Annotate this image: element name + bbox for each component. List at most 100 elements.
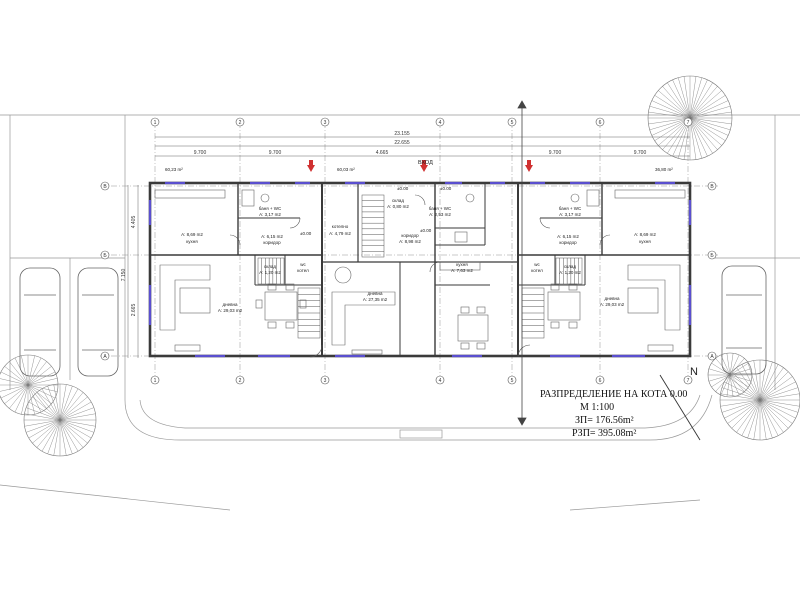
- level-markers: ±0.00 ±0.00 ±0.00 ±0.00: [300, 186, 452, 236]
- room-labels: А: 8,69 m2 кухня баня + WC А: 3,17 m2 А:…: [181, 198, 656, 313]
- title-block: РАЗПРЕДЕЛЕНИЕ НА КОТА 0.00 М 1:100 ЗП= 1…: [540, 389, 687, 439]
- trees: [0, 75, 800, 457]
- dim-mid: 4.665: [376, 150, 389, 156]
- axis-label-bottom: 7: [687, 378, 690, 384]
- axis-label-bottom: 4: [439, 378, 442, 384]
- area-mid: 60,03 m²: [337, 167, 355, 172]
- axis-bubble-bottom: [683, 375, 693, 385]
- axis-bubble-bottom: [435, 375, 445, 385]
- north-arrow: N: [659, 366, 701, 441]
- axis-label-left: В: [103, 184, 107, 190]
- room-name-stair-l: склад: [264, 264, 276, 269]
- room-name-living-l: дневна: [223, 302, 238, 307]
- axis-label-top: 5: [511, 120, 514, 126]
- room-name-corridor-l: коридор: [263, 240, 281, 245]
- title-line-3: ЗП= 176.56m²: [575, 415, 634, 426]
- dim-left: 9.700: [194, 150, 207, 156]
- room-name-wc-r: wc: [534, 262, 540, 267]
- room-name-corridor-r: коридор: [559, 240, 577, 245]
- entrance-arrows: [307, 160, 533, 172]
- section-markers: [517, 100, 527, 426]
- room-name-bath-l: баня + WC: [259, 206, 282, 211]
- room-name-corridor-m: коридор: [401, 233, 419, 238]
- axis-bubble-top: [595, 117, 605, 127]
- axis-bubble-bottom: [150, 375, 160, 385]
- dimension-labels: 23.155 22.655 9.700 9.700 4.665 9.700 9.…: [121, 131, 646, 316]
- room-name-storage-m: склад: [392, 198, 404, 203]
- building-walls: [148, 181, 692, 358]
- room-area-kitchen-r: А: 8,69 m2: [634, 232, 656, 237]
- room-area-bath-m: А: 2,53 m2: [429, 212, 451, 217]
- room-area-corridor-r: А: 6,15 m2: [557, 234, 579, 239]
- room-name-stair-r: склад: [564, 264, 576, 269]
- axis-label-right: А: [710, 354, 714, 360]
- dim-side-2: 4.405: [131, 216, 137, 229]
- axis-bubble-top: [235, 117, 245, 127]
- room-name-wc-l: wc: [300, 262, 306, 267]
- axis-label-top: 7: [687, 120, 690, 126]
- north-label: N: [690, 366, 698, 378]
- axis-bubble-bottom: [507, 375, 517, 385]
- level-4: ±0.00: [300, 231, 312, 236]
- parked-car-right: [721, 265, 767, 375]
- room-name-kitchen-m: кухня: [456, 262, 468, 267]
- dimension-lines: [127, 136, 690, 358]
- axis-label-left: А: [103, 354, 107, 360]
- dim-right: 9.700: [549, 150, 562, 156]
- axis-bubble-top: [320, 117, 330, 127]
- axis-bubble-left: [100, 351, 110, 361]
- axis-label-bottom: 3: [324, 378, 327, 384]
- parked-car-left-2: [77, 267, 119, 377]
- room-area-living-r: А: 29,03 m2: [600, 302, 625, 307]
- room-area-corridor-m: А: 8,98 m2: [399, 239, 421, 244]
- axis-label-bottom: 6: [599, 378, 602, 384]
- axis-bubble-bottom: [595, 375, 605, 385]
- tree: [0, 354, 59, 416]
- room-name-living-r: дневна: [605, 296, 620, 301]
- axis-bubble-left: [100, 250, 110, 260]
- tree: [647, 75, 733, 161]
- door-swings: [229, 194, 611, 358]
- room-area-corridor-l: А: 6,15 m2: [261, 234, 283, 239]
- stair: [361, 194, 385, 258]
- axis-label-top: 2: [239, 120, 242, 126]
- axis-label-top: 6: [599, 120, 602, 126]
- room-area-boiler-m: А: 4,79 m2: [329, 231, 351, 236]
- tree: [23, 383, 97, 457]
- room-area-kitchen-l: А: 8,69 m2: [181, 232, 203, 237]
- room-area-living-m: А: 27,35 m2: [363, 297, 388, 302]
- axis-label-top: 1: [154, 120, 157, 126]
- room-area-storage-m: А: 0,80 m2: [387, 204, 409, 209]
- site-context: [0, 114, 800, 511]
- axis-label-right: В: [710, 184, 714, 190]
- room-area-kitchen-m: А: 7,63 m2: [451, 268, 473, 273]
- stair: [297, 287, 321, 339]
- title-line-4: РЗП= 395.08m²: [572, 428, 636, 439]
- room-name-bath-r: баня + WC: [559, 206, 582, 211]
- axis-bubble-top: [507, 117, 517, 127]
- room-area-bath-l: А: 3,17 m2: [259, 212, 281, 217]
- axis-bubble-top: [435, 117, 445, 127]
- dim-left-2: 9.700: [269, 150, 282, 156]
- room-name-bath-m: баня + WC: [429, 206, 452, 211]
- axis-bubble-bottom: [320, 375, 330, 385]
- area-right: 36,80 m²: [655, 167, 673, 172]
- room-area-stair-r: А: 1,20 m2: [559, 270, 581, 275]
- dim-total: 23.155: [394, 131, 410, 137]
- axis-bubble-right: [707, 250, 717, 260]
- level-3: ±0.00: [440, 186, 452, 191]
- furniture: [154, 189, 686, 355]
- stair: [257, 257, 285, 285]
- level-1: ±0.00: [397, 186, 409, 191]
- parked-car-left-1: [19, 267, 61, 377]
- level-2: ±0.00: [420, 228, 432, 233]
- room-name-kitchen-r: кухня: [639, 239, 651, 244]
- entrance-label: ВХОД: [418, 160, 433, 166]
- room-area-living-l: А: 29,03 m2: [218, 308, 243, 313]
- axis-label-right: Б: [710, 253, 714, 259]
- axis-bubble-right: [707, 351, 717, 361]
- axis-label-bottom: 1: [154, 378, 157, 384]
- tree: [719, 359, 800, 441]
- axis-bubble-bottom: [235, 375, 245, 385]
- axis-bubble-right: [707, 181, 717, 191]
